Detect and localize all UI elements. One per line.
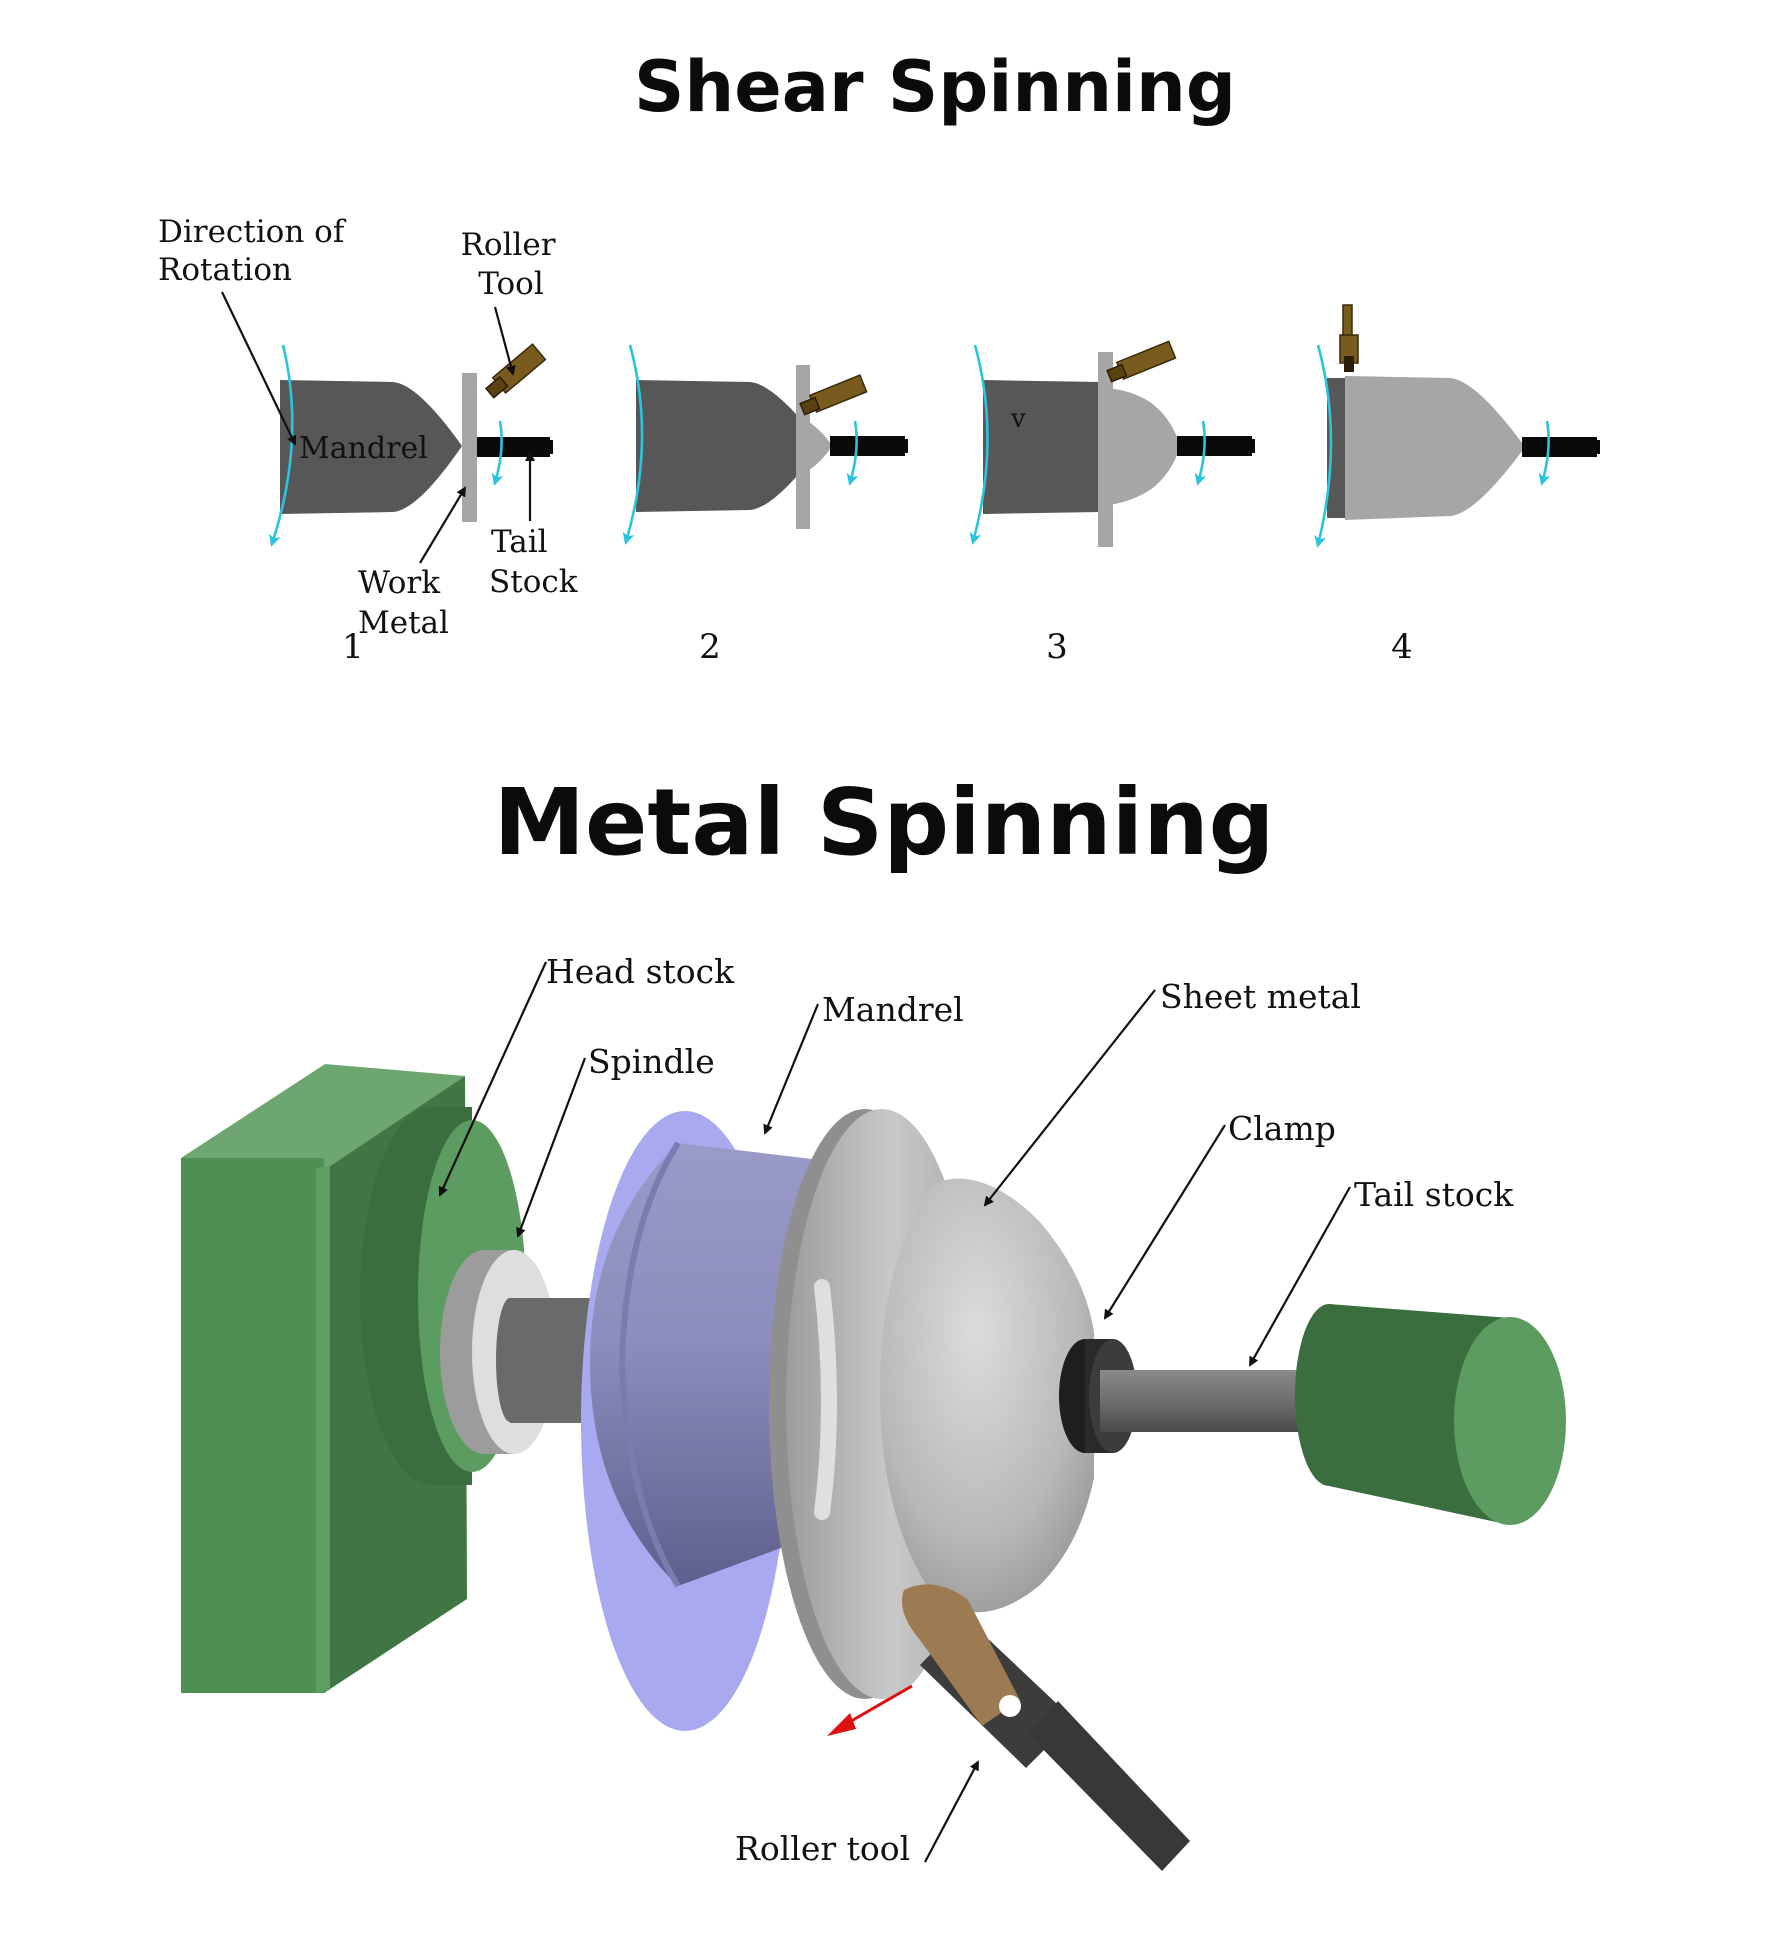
clamp-label: Clamp [1228,1109,1336,1148]
tailstock-rotation-arrow [491,420,504,486]
clamp-pointer [1103,1124,1226,1320]
tailstock-shaft [1100,1370,1300,1432]
tail-stock-pointer [1249,1186,1351,1367]
shear-step-4 [1314,304,1600,548]
tail-stock-rod-tip [900,439,908,453]
roller-tool-label: Roller Tool [461,227,566,302]
velocity-label: v [1010,404,1026,434]
roller-tool-label: Roller tool [735,1829,910,1868]
mandrel-body [581,1111,830,1731]
step-number-3: 3 [1046,627,1068,667]
rotation-arrow [969,344,989,545]
shear-step-1 [269,343,553,547]
step-number-4: 4 [1391,627,1413,667]
roller-tool [799,374,868,416]
sheet-metal-pointer [983,989,1156,1207]
feed-direction-arrow [845,1684,913,1726]
rotation-arrow [1314,344,1333,548]
tail-stock-label: Tail stock [1354,1175,1514,1214]
tailstock-rotation-arrow [1538,420,1551,486]
roller-tool-assembly [902,1584,1190,1871]
mandrel-pointer [763,1003,820,1135]
tail-stock-rod [1177,436,1252,456]
roller-tool [1106,340,1177,383]
head-stock-label: Head stock [546,952,735,991]
metal-spinning-title: Metal Spinning [493,769,1274,876]
tail-stock-label: Tail Stock [489,524,578,600]
tail-stock-rod [475,437,550,457]
direction-pointer [221,291,297,446]
tail-stock-rod-tip [1247,439,1255,453]
head-stock-pointer [438,961,548,1197]
roller-tool [1339,304,1359,372]
shear-step-2 [622,344,908,545]
rotation-arrow [622,344,644,545]
roller-tool-pointer [493,306,516,376]
step-number-1: 1 [342,627,364,667]
mandrel-shape [280,380,462,514]
mandrel-shape [983,380,1100,514]
spindle-pointer [516,1057,587,1238]
sheet-metal-dome [880,1178,1094,1613]
tail-stock-rod-tip [1592,440,1600,454]
direction-of-rotation-label: Direction of Rotation [158,214,354,288]
work-metal-cone [806,420,832,472]
tail-stock-rod [830,436,905,456]
step-number-2: 2 [699,627,721,667]
work-metal-plate [462,373,477,522]
work-metal-cone [1345,376,1525,520]
mandrel-label: Mandrel [299,431,428,466]
work-metal-plate [1098,352,1113,547]
work-metal-label: Work Metal [358,565,450,641]
roller-tool-pointer [924,1760,979,1863]
mandrel-label: Mandrel [822,990,964,1029]
work-metal-plate [796,365,810,529]
work-metal-pointer [419,486,467,564]
shear-step-3: v [969,340,1255,547]
spindle-label: Spindle [588,1042,715,1081]
sheet-metal-label: Sheet metal [1160,977,1361,1016]
tail-stock-rod [1522,437,1597,457]
work-metal-cone [1100,388,1180,506]
shear-spinning-title: Shear Spinning [634,46,1236,128]
tailstock-cylinder [1295,1304,1566,1525]
feed-direction-arrowhead [827,1713,856,1736]
tailstock-rotation-arrow [1194,420,1207,486]
tailstock-rotation-arrow [846,420,859,486]
mandrel-shape [636,380,822,512]
roller-tool [485,343,547,399]
tail-stock-rod-tip [545,440,553,454]
